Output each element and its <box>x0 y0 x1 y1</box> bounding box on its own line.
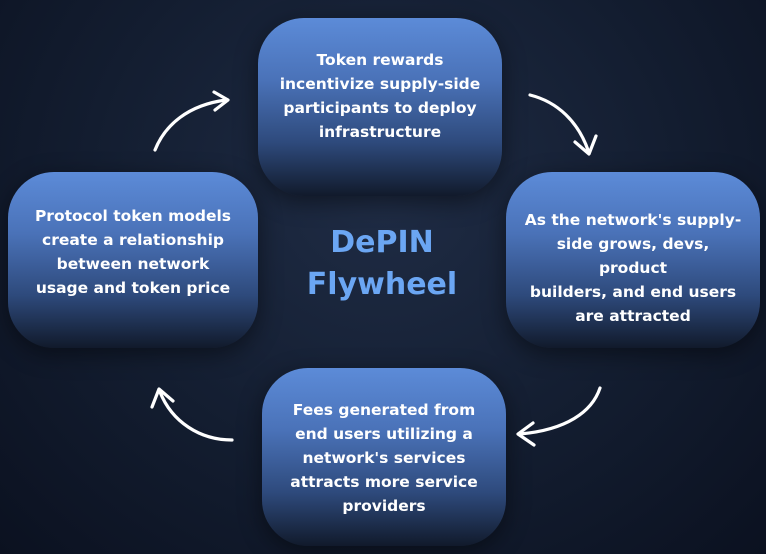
arrow-right-to-bottom-icon <box>516 386 602 447</box>
node-supply-side-growth: As the network's supply- side grows, dev… <box>506 172 760 348</box>
arrow-left-to-top-icon <box>153 90 230 152</box>
node-fees-generated-text: Fees generated from end users utilizing … <box>290 401 478 515</box>
node-supply-side-growth-text: As the network's supply- side grows, dev… <box>524 211 742 325</box>
arrow-top-to-right-icon <box>528 93 598 156</box>
diagram-title: DePIN Flywheel <box>306 225 458 302</box>
node-protocol-token-models: Protocol token models create a relations… <box>8 172 258 348</box>
arrow-bottom-to-left-icon <box>150 387 234 442</box>
node-protocol-token-models-text: Protocol token models create a relations… <box>34 207 232 297</box>
node-token-rewards: Token rewards incentivize supply-side pa… <box>258 18 502 196</box>
node-token-rewards-text: Token rewards incentivize supply-side pa… <box>279 51 481 141</box>
node-fees-generated: Fees generated from end users utilizing … <box>262 368 506 546</box>
